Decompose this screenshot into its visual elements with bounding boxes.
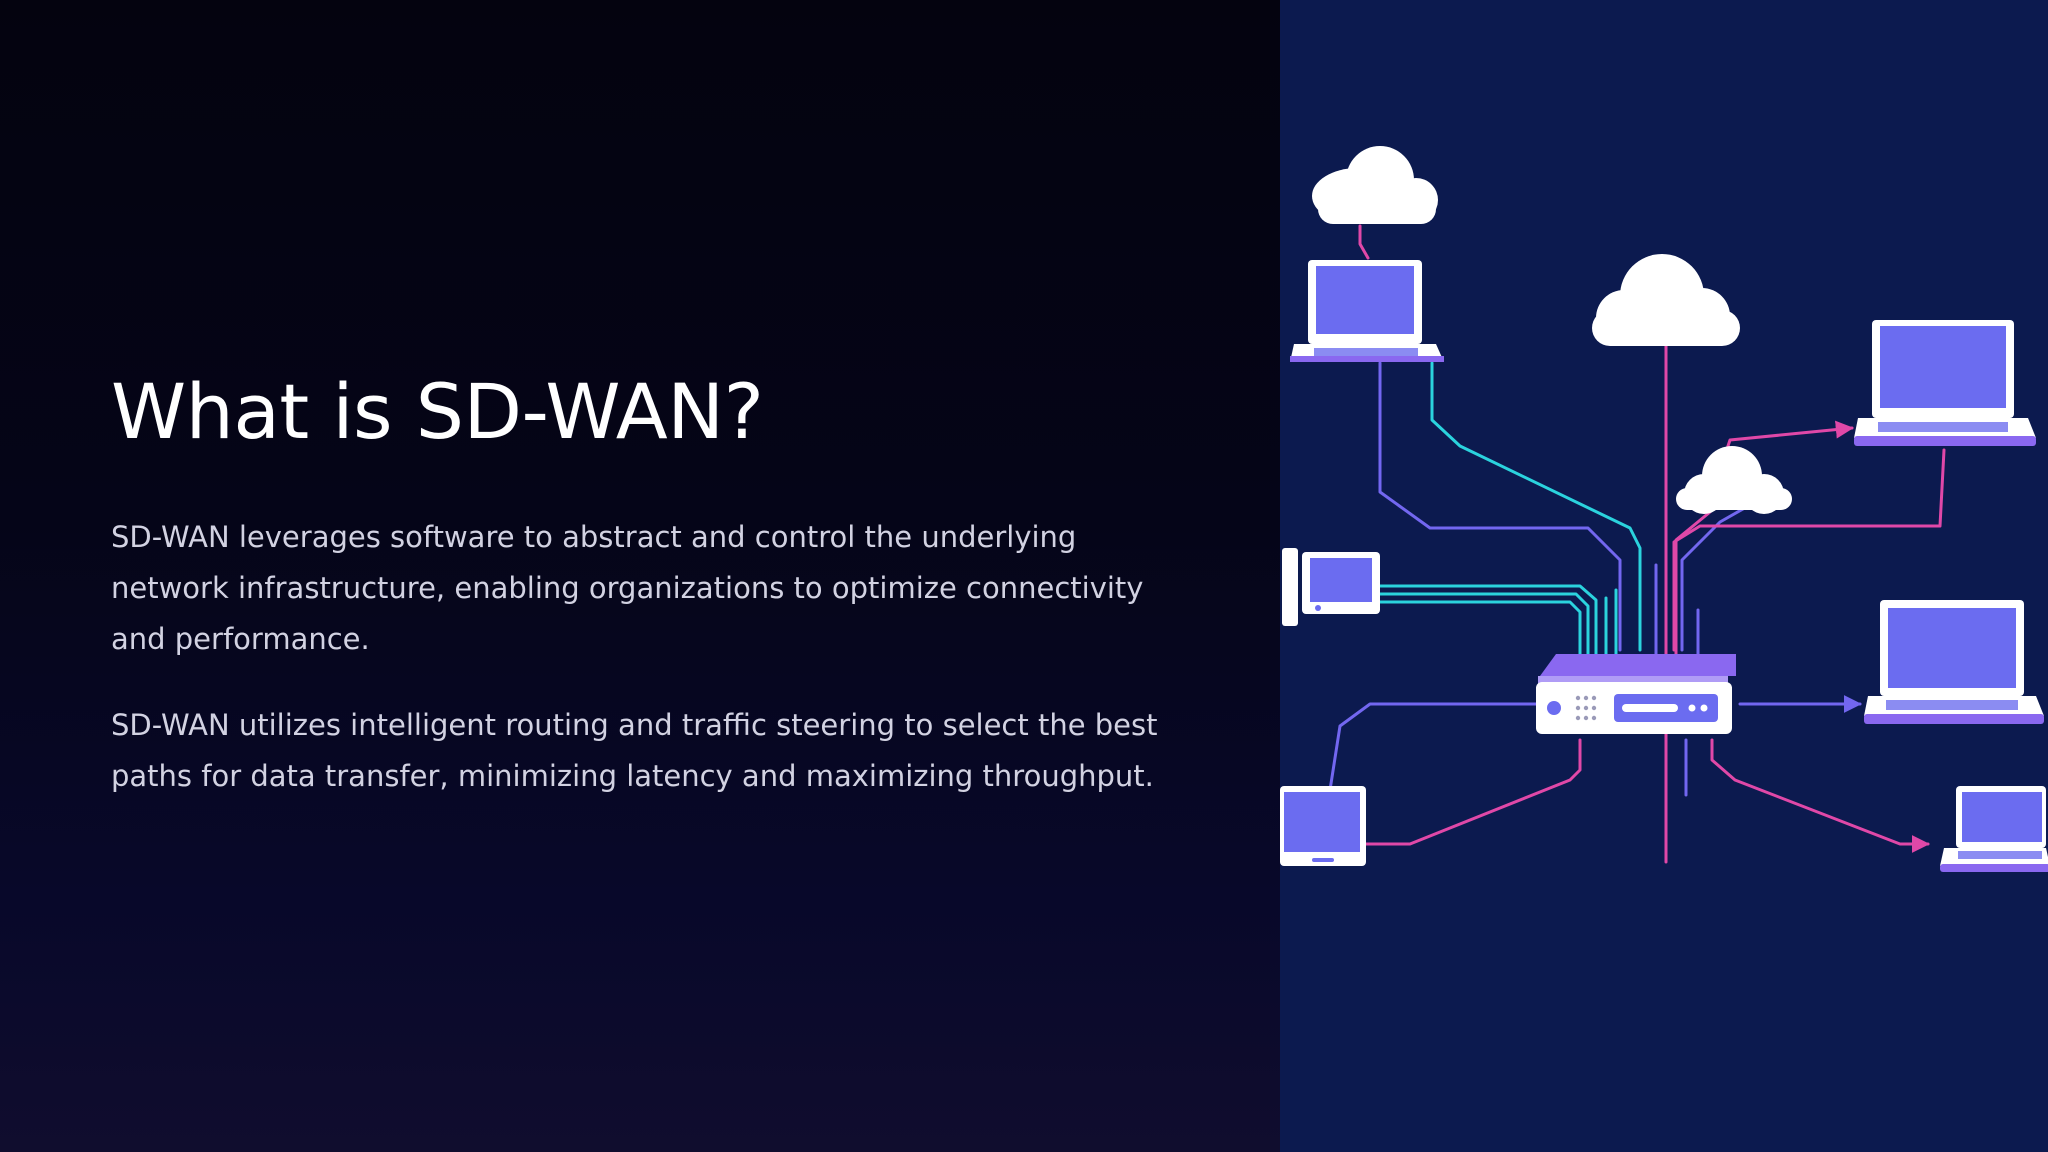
laptop-icon [1280, 786, 1366, 866]
slide-title: What is SD-WAN? [111, 367, 764, 456]
router-icon [1536, 654, 1736, 734]
network-diagram [1280, 146, 2048, 872]
tablet-icon [1282, 548, 1380, 626]
cloud-icon [1312, 146, 1438, 224]
paragraph-intro: SD-WAN leverages software to abstract an… [111, 520, 1144, 656]
cloud-icon [1592, 254, 1740, 346]
network-illustration [1280, 0, 2048, 1152]
cloud-icon [1676, 446, 1792, 514]
laptop-icon [1940, 786, 2048, 872]
laptop-icon [1864, 600, 2044, 724]
text-panel: What is SD-WAN? SD-WAN leverages softwar… [0, 0, 1280, 1152]
laptop-icon [1290, 260, 1444, 362]
laptop-icon [1854, 320, 2036, 446]
paragraph-routing: SD-WAN utilizes intelligent routing and … [111, 708, 1158, 793]
